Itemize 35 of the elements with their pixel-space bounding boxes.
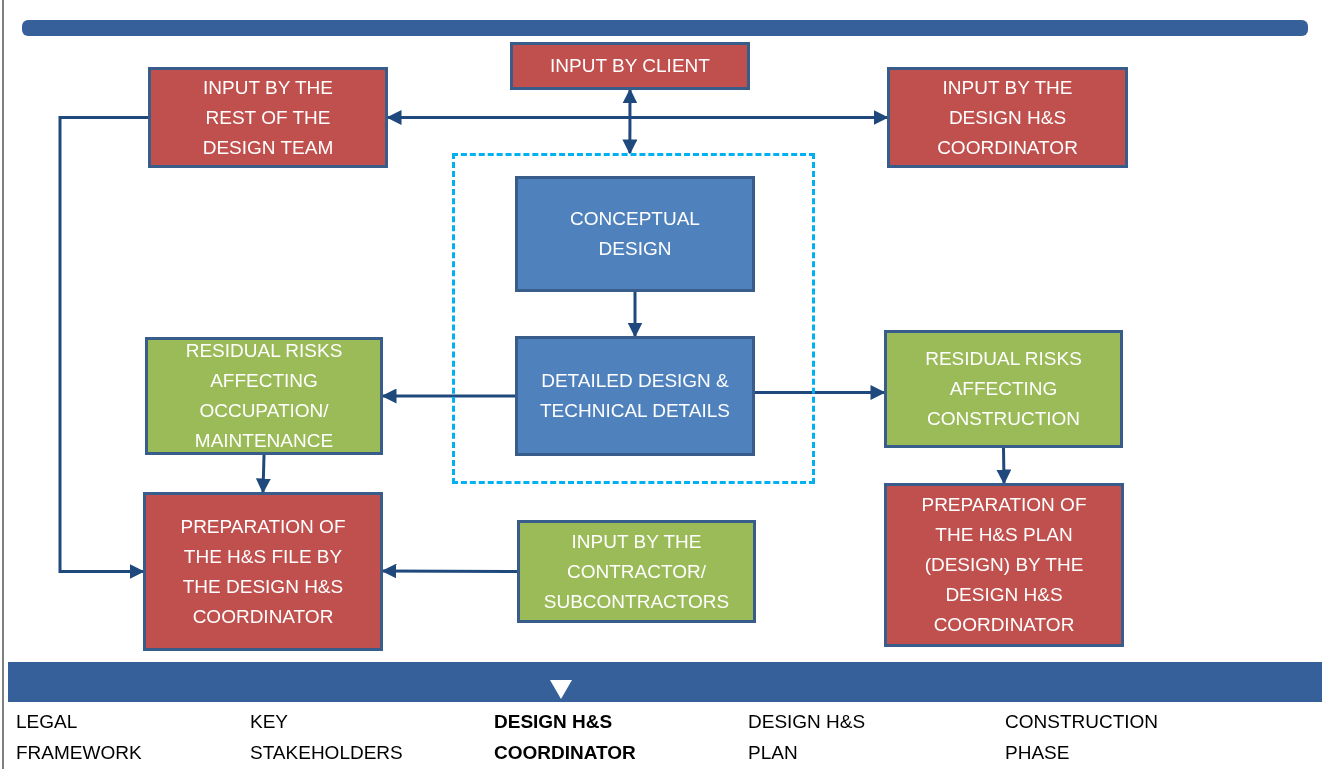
box-text: PREPARATION OF THE H&S PLAN (DESIGN) BY THE DESIGN H&S COORDINATOR xyxy=(920,493,1088,637)
arrow xyxy=(386,110,889,125)
process-box xyxy=(887,67,1128,168)
process-box xyxy=(515,176,755,292)
arrow xyxy=(622,88,638,155)
process-box xyxy=(884,483,1124,647)
stage-label: KEY STAKEHOLDERS xyxy=(250,710,400,765)
risk-box xyxy=(145,337,383,455)
box-text: RESIDUAL RISKS AFFECTING CONSTRUCTION xyxy=(924,347,1083,431)
box-text: PREPARATION OF THE H&S FILE BY THE DESIGN H&S COORDINATOR xyxy=(179,514,347,629)
arrow xyxy=(381,388,515,404)
arrow xyxy=(255,454,271,494)
arrow xyxy=(755,385,886,401)
stage-label: DESIGN H&S PLAN xyxy=(748,710,867,765)
process-box xyxy=(148,67,388,168)
dashed-group-frame xyxy=(452,153,815,484)
arrow xyxy=(627,292,643,338)
stage-label: DESIGN H&S COORDINATOR xyxy=(494,710,637,765)
box-text: DETAILED DESIGN & TECHNICAL DETAILS xyxy=(538,369,731,423)
stage-label: LEGAL FRAMEWORK xyxy=(16,710,143,765)
box-text: INPUT BY CLIENT xyxy=(550,54,710,78)
arrow xyxy=(58,116,148,579)
process-box xyxy=(510,42,750,90)
risk-box xyxy=(517,520,756,623)
box-text: INPUT BY THE CONTRACTOR/ SUBCONTRACTORS xyxy=(543,529,730,614)
arrow xyxy=(381,563,517,579)
box-text: RESIDUAL RISKS AFFECTING OCCUPATION/ MAINTENANCE xyxy=(184,339,344,453)
process-box xyxy=(515,336,755,456)
risk-box xyxy=(884,330,1123,448)
arrow xyxy=(996,447,1012,485)
box-text: INPUT BY THE DESIGN H&S COORDINATOR xyxy=(936,75,1079,160)
stage-label: CONSTRUCTION PHASE xyxy=(1005,710,1155,765)
box-text: INPUT BY THE REST OF THE DESIGN TEAM xyxy=(201,75,335,160)
box-text: CONCEPTUAL DESIGN xyxy=(569,207,701,261)
process-box xyxy=(143,492,383,651)
